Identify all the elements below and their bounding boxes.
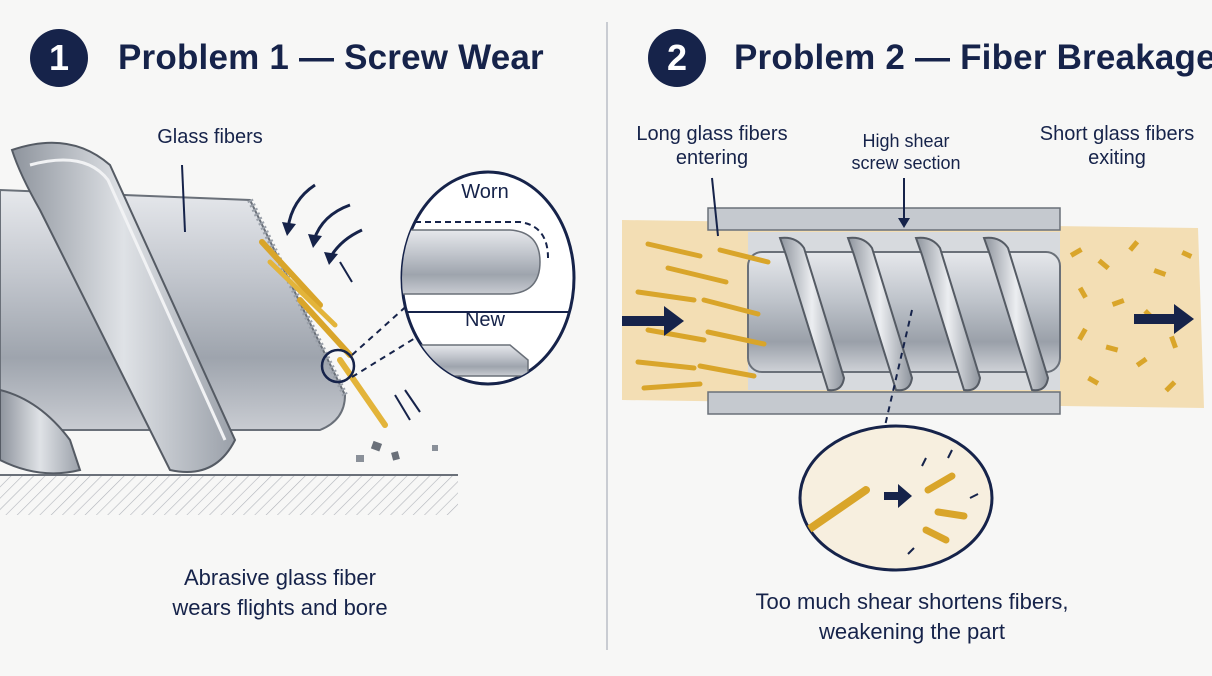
panel2-caption-line1: Too much shear shortens fibers, <box>755 589 1069 614</box>
label-worn: Worn <box>461 181 509 203</box>
panel1-caption: Abrasive glass fiber wears flights and b… <box>100 563 460 623</box>
panel1-header: 1 Problem 1 — Screw Wear <box>30 26 544 90</box>
label-shear-line1: High shear <box>862 131 950 151</box>
screw-flights <box>0 141 237 475</box>
label-glass-fibers: Glass fibers <box>157 126 263 148</box>
glass-fiber-strands <box>259 239 388 428</box>
label-short-line1: Short glass fibers <box>1039 123 1195 145</box>
panel-fiber-breakage: 2 Problem 2 — Fiber Breakage Long glass … <box>608 0 1212 676</box>
wear-debris <box>339 261 438 462</box>
panel2-title: Problem 2 — Fiber Breakage <box>734 38 1212 77</box>
label-short-fibers-exiting: Short glass fibers exiting <box>1028 122 1206 170</box>
panel1-title: Problem 1 — Screw Wear <box>118 38 544 77</box>
label-long-line2: entering <box>675 147 749 169</box>
panel2-caption: Too much shear shortens fibers, weakenin… <box>692 587 1132 647</box>
label-high-shear-section: High shear screw section <box>844 130 968 174</box>
flow-arrow-out <box>1134 304 1194 334</box>
high-shear-flights <box>778 236 1050 392</box>
panel1-caption-line1: Abrasive glass fiber <box>184 565 376 590</box>
panel2-caption-line2: weakening the part <box>819 619 1005 644</box>
panel-screw-wear: 1 Problem 1 — Screw Wear Glass fibers Wo… <box>0 26 576 623</box>
barrel-bore-surface <box>0 475 458 515</box>
label-shear-line2: screw section <box>851 153 961 173</box>
label-long-line1: Long glass fibers <box>636 123 788 145</box>
breakage-zoom-inset <box>798 424 994 572</box>
label-new: New <box>464 309 505 331</box>
zoom-target-circle <box>320 348 356 384</box>
worn-screw-end <box>247 198 348 397</box>
step-badge-1: 1 <box>30 29 88 87</box>
panel1-caption-line2: wears flights and bore <box>172 595 388 620</box>
panel2-header: 2 Problem 2 — Fiber Breakage <box>648 26 1212 90</box>
label-long-fibers-entering: Long glass fibers entering <box>628 122 796 170</box>
long-fibers <box>635 241 771 391</box>
step-badge-2: 2 <box>648 29 706 87</box>
panel-divider <box>606 22 608 650</box>
glass-fibers-pointer <box>181 164 186 233</box>
screw-wear-illustration <box>0 141 576 515</box>
label-short-line2: exiting <box>1088 147 1146 169</box>
abrasion-arrows <box>282 183 363 265</box>
flow-arrow-in <box>622 306 684 336</box>
fiber-breakage-illustration <box>622 177 1204 572</box>
